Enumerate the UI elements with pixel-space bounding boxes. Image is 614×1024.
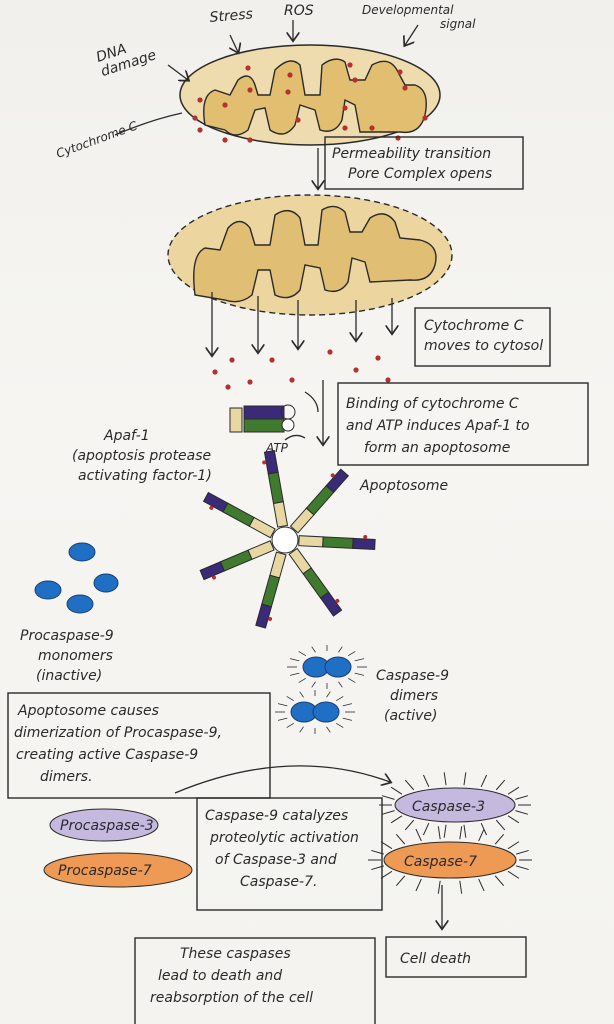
cytochrome-c-dot xyxy=(395,135,401,141)
procaspase7-label: Procaspase-7 xyxy=(58,863,152,879)
cytochrome-c-dot xyxy=(402,85,408,91)
cytochrome-c-dot xyxy=(192,115,198,121)
caspase9-dimer xyxy=(275,690,355,734)
cytochrome-c-dot xyxy=(247,137,253,143)
apaf1-spoke xyxy=(202,491,276,539)
cytochrome-c-dot xyxy=(295,117,301,123)
apaf1-spoke xyxy=(255,551,287,629)
ros-label: ROS xyxy=(284,3,314,19)
apoptosome-formation-box xyxy=(337,382,589,466)
cytochrome-c-dot xyxy=(285,89,291,95)
cytochrome-c-dot xyxy=(347,62,353,68)
apoptosome-label: Apoptosome xyxy=(359,478,448,494)
cytochrome-c-dot xyxy=(385,377,391,383)
cytochrome-c-dot xyxy=(397,69,403,75)
cytochrome-c-dot xyxy=(287,72,293,78)
procaspase7-shape xyxy=(43,852,193,888)
apaf1-spoke xyxy=(199,540,275,581)
procaspase3-shape xyxy=(49,808,159,842)
mitochondrion-permeabilized xyxy=(167,194,453,316)
cytochrome-c-dot xyxy=(229,357,235,363)
caspase7-label: Caspase-7 xyxy=(404,854,477,870)
activity-spikes xyxy=(368,772,532,894)
cytochrome-c-dot xyxy=(222,102,228,108)
cytochrome-c-dot xyxy=(342,105,348,111)
dimerization-box xyxy=(7,692,271,799)
cell-death-text: Cell death xyxy=(400,951,471,967)
cytochrome-c-dot xyxy=(197,127,203,133)
cytochrome-c-dot xyxy=(375,355,381,361)
cytochrome-c-label: Cytochrome C xyxy=(54,118,140,161)
cristae xyxy=(193,205,437,303)
cytochrome-c-dot xyxy=(422,115,428,121)
procaspase9-monomers xyxy=(34,542,119,614)
apaf1-spoke xyxy=(262,449,289,528)
apaf1-spoke xyxy=(288,547,343,617)
cytochrome-c-dot xyxy=(225,384,231,390)
dna-damage-label: DNAdamage xyxy=(94,33,158,80)
cell-death-box xyxy=(385,936,527,978)
caspase9-dimers xyxy=(275,645,367,734)
cytochrome-c-dot xyxy=(289,377,295,383)
cytochrome-c-dot xyxy=(197,97,203,103)
release-arrows xyxy=(212,292,392,355)
cytochrome-c-dot xyxy=(212,369,218,375)
apaf1-spoke xyxy=(298,534,376,551)
caspase9-dimer xyxy=(287,645,367,689)
cytochrome-c-dot xyxy=(247,87,253,93)
caspase7-shape xyxy=(383,841,517,879)
cytochrome-c-dot xyxy=(247,379,253,385)
apaf1-spoke xyxy=(289,468,350,534)
input-arrows xyxy=(114,20,419,136)
cytochrome-c-pointer xyxy=(114,112,183,136)
apoptosome xyxy=(199,449,376,629)
mitochondrion-intact xyxy=(179,44,441,146)
curved-arrow xyxy=(174,765,390,794)
caspase3-shape xyxy=(394,787,516,823)
caspase3-label: Caspase-3 xyxy=(412,799,485,815)
cytochrome-c-dot xyxy=(327,349,333,355)
cytochrome-moves-box xyxy=(414,307,551,367)
procaspase3-label: Procaspase-3 xyxy=(60,818,154,834)
cytochrome-c-dot xyxy=(245,65,251,71)
cytochrome-c-dots xyxy=(192,62,428,143)
cytochrome-c-dot xyxy=(269,357,275,363)
cytochrome-c-dot xyxy=(342,125,348,131)
apoptosome-hub xyxy=(271,526,299,554)
cytochrome-c-dot xyxy=(222,137,228,143)
cytochrome-c-dot xyxy=(352,77,358,83)
atp-pointer xyxy=(284,434,306,441)
cristae xyxy=(203,58,427,136)
stress-label: Stress xyxy=(209,6,254,26)
cytochrome-c-dot xyxy=(353,367,359,373)
released-cytochrome-c xyxy=(212,349,391,390)
cytochrome-c-dot xyxy=(369,125,375,131)
caspase-outcome-box xyxy=(134,937,376,1024)
pore-complex-box xyxy=(324,136,524,190)
apaf1-monomer xyxy=(229,404,296,433)
